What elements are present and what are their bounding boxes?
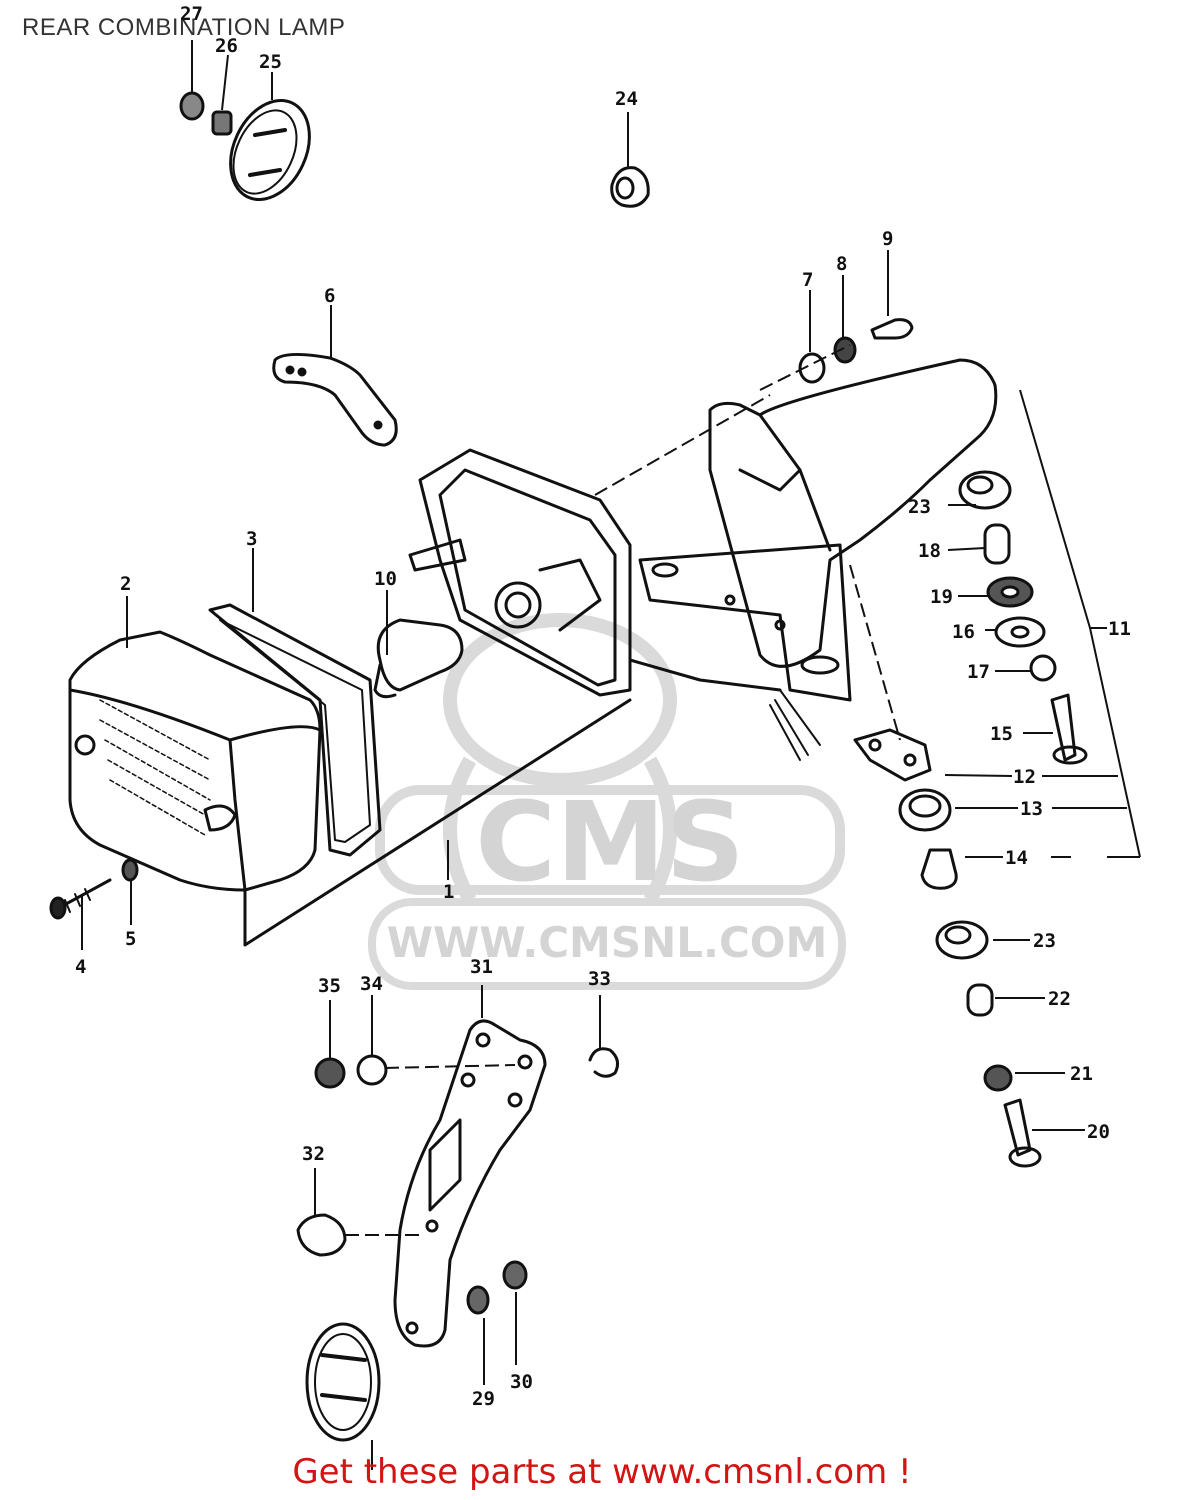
nut-17 bbox=[1029, 654, 1057, 682]
callout-label: 23 bbox=[1033, 930, 1056, 952]
callout-label: 3 bbox=[246, 528, 257, 550]
callout-label: 23 bbox=[908, 496, 931, 518]
nut-21 bbox=[983, 1064, 1013, 1092]
bracket-12 bbox=[853, 728, 932, 782]
callout-label: 19 bbox=[930, 586, 953, 608]
callout-label: 8 bbox=[836, 253, 847, 275]
callout-label: 17 bbox=[967, 661, 990, 683]
callout-label: 9 bbox=[882, 228, 893, 250]
washer-5 bbox=[121, 858, 139, 882]
callout-label: 7 bbox=[802, 269, 813, 291]
bulb-10 bbox=[373, 618, 464, 699]
gasket-3 bbox=[208, 603, 382, 857]
callout-label: 5 bbox=[125, 928, 136, 950]
callout-label: 32 bbox=[302, 1143, 325, 1165]
collar-23-top bbox=[958, 470, 1012, 510]
bracket-6 bbox=[272, 353, 398, 447]
watermark-url-text: WWW.CMSNL.COM bbox=[387, 918, 828, 967]
spacer-18 bbox=[983, 523, 1011, 565]
washer-7 bbox=[798, 352, 826, 384]
collar-23-bottom bbox=[935, 920, 989, 960]
callout-label: 10 bbox=[374, 568, 397, 590]
callout-label: 33 bbox=[588, 968, 611, 990]
page-title: REAR COMBINATION LAMP bbox=[22, 14, 346, 41]
callout-label: 31 bbox=[470, 956, 493, 978]
callout-label: 26 bbox=[215, 35, 238, 57]
callout-label: 2 bbox=[120, 573, 131, 595]
cushion-13 bbox=[898, 788, 952, 832]
callout-label: 12 bbox=[1013, 766, 1036, 788]
lamp-base-1 bbox=[408, 448, 821, 761]
grommet-24 bbox=[610, 166, 650, 208]
plate-bracket-31 bbox=[393, 1019, 547, 1348]
spacer-22 bbox=[966, 983, 994, 1017]
footer-link[interactable]: Get these parts at www.cmsnl.com ! bbox=[292, 1452, 912, 1492]
callout-label: 16 bbox=[952, 621, 975, 643]
callout-label: 20 bbox=[1087, 1121, 1110, 1143]
watermark-url-box bbox=[368, 898, 846, 990]
callout-label: 18 bbox=[918, 540, 941, 562]
screw-9 bbox=[870, 318, 914, 340]
collar-14 bbox=[920, 848, 958, 890]
washer-26 bbox=[211, 110, 233, 136]
bolt-20 bbox=[1003, 1098, 1042, 1168]
callout-label: 29 bbox=[472, 1388, 495, 1410]
nut-8 bbox=[833, 336, 857, 364]
callout-label: 35 bbox=[318, 975, 341, 997]
bolt-15 bbox=[1050, 693, 1088, 765]
nut-27 bbox=[179, 91, 205, 121]
callout-label: 21 bbox=[1070, 1063, 1093, 1085]
reflector-28 bbox=[305, 1322, 381, 1442]
cap-32 bbox=[296, 1213, 347, 1257]
reflector-25 bbox=[229, 98, 311, 202]
callout-label: 1 bbox=[443, 881, 454, 903]
callout-label: 13 bbox=[1020, 798, 1043, 820]
callout-label: 22 bbox=[1048, 988, 1071, 1010]
callout-label: 15 bbox=[990, 723, 1013, 745]
tail-lamp-bracket-11 bbox=[638, 358, 998, 702]
screw-4 bbox=[49, 878, 112, 920]
washer-34 bbox=[356, 1054, 388, 1086]
callout-label: 25 bbox=[259, 51, 282, 73]
callout-label: 34 bbox=[360, 973, 383, 995]
callout-label: 27 bbox=[180, 3, 203, 25]
leader-lines bbox=[81, 40, 1141, 1470]
watermark-logo-icon bbox=[443, 613, 677, 904]
callout-label: 11 bbox=[1108, 618, 1131, 640]
nut-29 bbox=[466, 1285, 490, 1315]
watermark-logo-text: CMS bbox=[475, 778, 744, 906]
callout-labels: 27 26 25 24 6 7 8 9 3 2 10 1 4 5 23 18 1… bbox=[75, 3, 1131, 1410]
clip-33 bbox=[588, 1047, 620, 1078]
washer-19 bbox=[986, 576, 1034, 608]
nut-35 bbox=[314, 1057, 346, 1089]
callout-label: 6 bbox=[324, 285, 335, 307]
lens-2 bbox=[68, 630, 632, 947]
washer-16 bbox=[994, 616, 1046, 648]
callout-label: 24 bbox=[615, 88, 638, 110]
watermark-logo-box bbox=[375, 785, 845, 895]
watermark: CMS WWW.CMSNL.COM bbox=[368, 613, 846, 990]
callout-label: 30 bbox=[510, 1371, 533, 1393]
callout-label: 14 bbox=[1005, 847, 1028, 869]
washer-30 bbox=[502, 1260, 528, 1290]
callout-label: 4 bbox=[75, 956, 86, 978]
